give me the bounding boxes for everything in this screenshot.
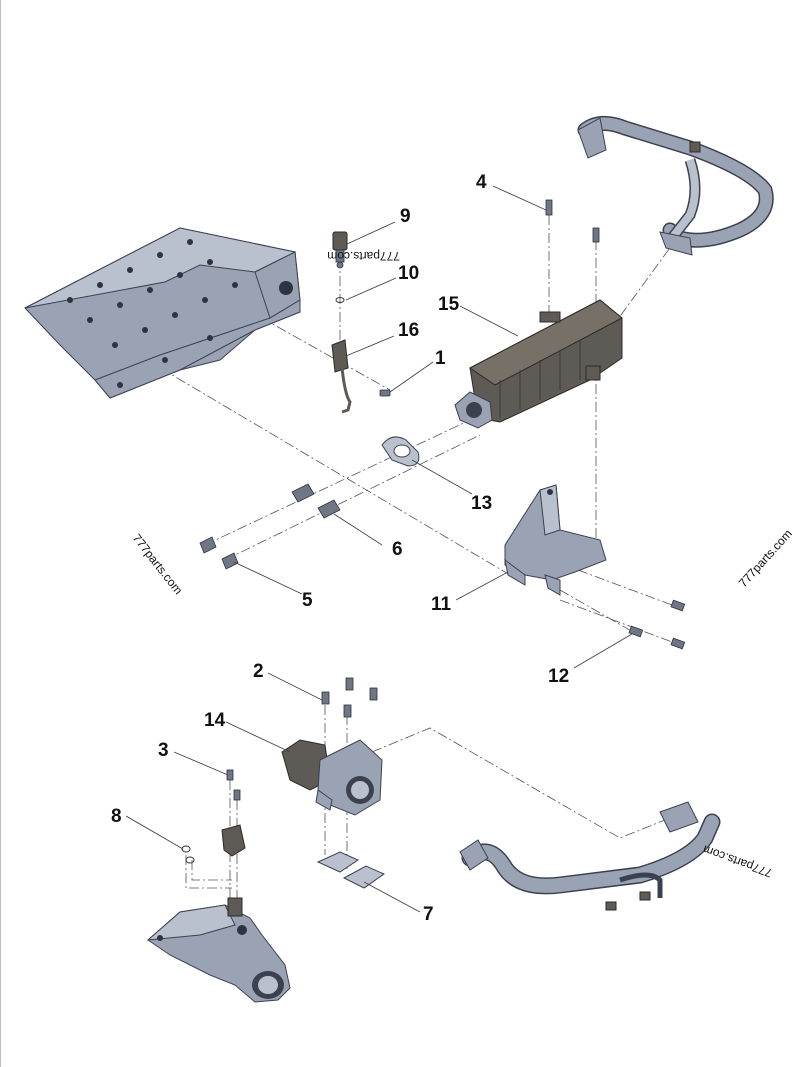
head-bolt-holes xyxy=(67,239,293,388)
small-bracket xyxy=(221,824,246,857)
callout-14: 14 xyxy=(204,710,226,731)
callout-16: 16 xyxy=(398,320,419,341)
cylinder-head-plate xyxy=(24,227,301,399)
callout-10: 10 xyxy=(398,263,419,284)
callout-2: 2 xyxy=(253,661,264,682)
watermark-left: 777parts.com xyxy=(130,531,186,597)
part-8-o-rings xyxy=(181,845,195,864)
callout-11: 11 xyxy=(431,594,452,615)
part-1-bolt xyxy=(379,389,391,397)
part-7-gaskets xyxy=(316,851,386,889)
part-9-sensor xyxy=(332,231,348,269)
leader-lines xyxy=(125,185,633,913)
callout-15: 15 xyxy=(438,294,460,315)
part-2-bolts xyxy=(321,677,378,718)
callout-12: 12 xyxy=(548,666,569,687)
part-16-sensor-bracket xyxy=(331,339,352,414)
callout-13: 13 xyxy=(471,493,492,514)
callout-5: 5 xyxy=(302,590,313,611)
part-12-bolts xyxy=(628,599,686,650)
callout-4: 4 xyxy=(476,172,487,193)
callout-labels: 1 2 3 4 5 6 7 8 9 10 11 12 13 14 15 16 xyxy=(111,172,569,925)
part-4-bolts xyxy=(545,199,600,243)
upper-egr-pipe xyxy=(577,116,774,256)
part-3-bolts xyxy=(226,769,241,801)
callout-8: 8 xyxy=(111,806,122,827)
lower-egr-pipe xyxy=(459,801,721,911)
part-15-egr-cooler xyxy=(454,299,623,429)
callout-1: 1 xyxy=(435,348,446,369)
page-left-border xyxy=(0,0,1,1067)
part-11-mounting-bracket xyxy=(504,484,607,596)
part-6-spacers xyxy=(291,483,341,519)
part-10-o-ring xyxy=(335,297,345,303)
callout-9: 9 xyxy=(400,206,411,227)
callout-7: 7 xyxy=(423,904,434,925)
assembly-lines xyxy=(129,215,681,900)
watermark-right: 777parts.com xyxy=(736,527,795,590)
callout-6: 6 xyxy=(392,539,403,560)
watermark-upper: 777parts.com xyxy=(327,249,400,263)
callout-3: 3 xyxy=(158,740,169,761)
watermark-lower-right: 777parts.com xyxy=(701,842,774,880)
part-14-egr-valve xyxy=(281,739,383,816)
part-5-studs xyxy=(199,536,239,570)
part-13-gasket xyxy=(381,436,420,467)
lower-elbow-housing xyxy=(146,897,291,1003)
